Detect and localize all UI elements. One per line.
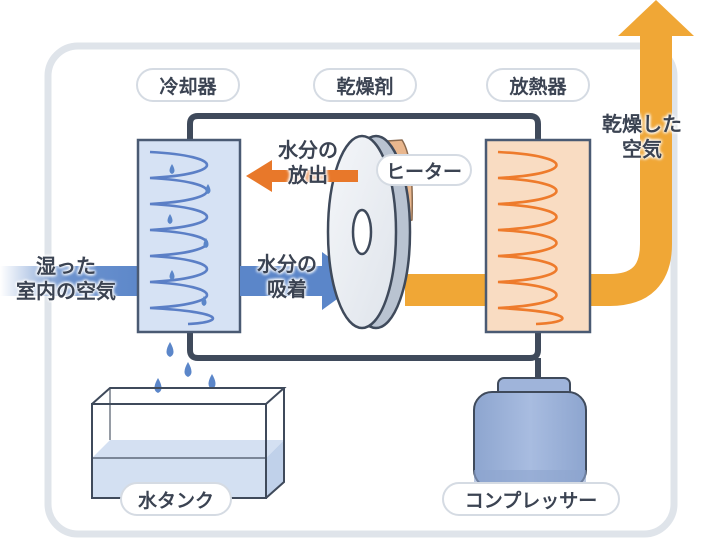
radiator-label: 放熱器 <box>486 68 590 102</box>
release-label-line1: 水分の <box>278 138 338 162</box>
adsorb-label-line1: 水分の <box>257 252 317 276</box>
radiator-label-text: 放熱器 <box>509 75 567 98</box>
dry-air-label-line2: 空気 <box>622 137 662 161</box>
adsorb-label: 水分の 吸着 <box>240 252 334 302</box>
water-droplets-in-cooler <box>167 164 211 306</box>
heater-label: ヒーター <box>376 154 472 186</box>
radiator-unit <box>484 138 592 334</box>
desiccant-label: 乾燥剤 <box>313 68 417 102</box>
heater-label-text: ヒーター <box>385 160 462 183</box>
adsorb-label-line2: 吸着 <box>267 277 307 301</box>
water-tank-label-text: 水タンク <box>137 489 214 512</box>
compressor-unit <box>473 377 587 489</box>
dry-air-arrowhead <box>618 0 694 36</box>
cooler-unit <box>136 138 242 334</box>
dry-air-label-line1: 乾燥した <box>602 112 682 136</box>
cooler-label: 冷却器 <box>136 68 240 102</box>
humid-air-label: 湿った 室内の空気 <box>6 254 126 304</box>
falling-droplets <box>154 342 216 393</box>
refrigerant-pipes <box>187 113 541 380</box>
compressor-label: コンプレッサー <box>442 482 620 516</box>
dry-air-label: 乾燥した 空気 <box>590 112 694 162</box>
release-label-line2: 放出 <box>288 163 328 187</box>
release-label: 水分の 放出 <box>258 138 358 188</box>
cooler-label-text: 冷却器 <box>159 75 217 98</box>
compressor-label-text: コンプレッサー <box>464 489 598 512</box>
desiccant-label-text: 乾燥剤 <box>336 75 394 98</box>
dry-air-flow <box>405 34 672 306</box>
radiator-coil <box>497 150 564 326</box>
humid-air-label-line2: 室内の空気 <box>16 279 116 303</box>
humid-air-label-line1: 湿った <box>36 254 96 278</box>
humid-air-flow <box>0 266 150 296</box>
water-tank-label: 水タンク <box>120 482 232 516</box>
release-arrow <box>246 160 358 192</box>
